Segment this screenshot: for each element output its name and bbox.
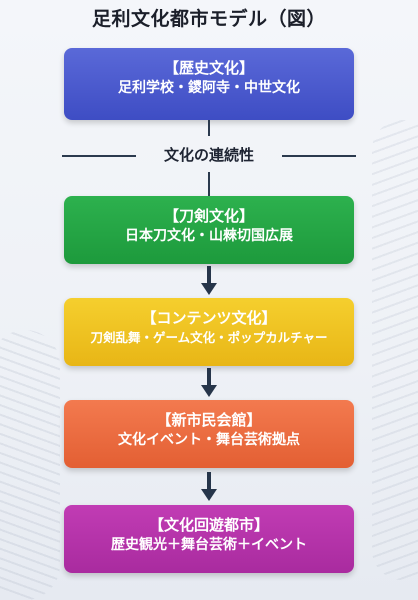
stage-sword-culture: 【刀剣文化】 日本刀文化・山㯤切国広展 [64,196,354,264]
stage-new-civic-hall: 【新市民会館】 文化イベント・舞台芸術拠点 [64,400,354,468]
stage-description: 文化イベント・舞台芸術拠点 [118,432,300,448]
stage-cultural-circuit-city: 【文化回遊都市】 歴史観光＋舞台芸術＋イベント [64,505,354,573]
stage-heading: 【刀剣文化】 [163,207,254,225]
connector-line [208,172,210,196]
divider-line-left [62,155,136,157]
stage-heading: 【文化回遊都市】 [148,516,269,534]
decorative-wave-left [0,330,60,600]
continuity-label: 文化の連続性 [163,146,254,164]
stage-description: 歴史観光＋舞台芸術＋イベント [111,537,307,553]
diagram-title: 足利文化都市モデル（図） [91,8,326,30]
stage-description: 日本刀文化・山㯤切国広展 [125,228,293,244]
stage-heading: 【コンテンツ文化】 [141,309,277,327]
connector-line [208,120,210,136]
decorative-wave-right [372,120,418,580]
stage-heading: 【新市民会館】 [156,411,262,429]
stage-history-culture: 【歴史文化】 足利学校・鑁阿寺・中世文化 [64,48,354,120]
stage-content-culture: 【コンテンツ文化】 刀剣乱舞・ゲーム文化・ポップカルチャー [64,298,354,366]
down-arrow-icon [201,472,217,502]
divider-line-right [282,155,356,157]
stage-heading: 【歴史文化】 [163,59,254,77]
stage-description: 刀剣乱舞・ゲーム文化・ポップカルチャー [90,330,328,345]
down-arrow-icon [201,368,217,398]
down-arrow-icon [201,266,217,296]
stage-description: 足利学校・鑁阿寺・中世文化 [118,80,300,96]
